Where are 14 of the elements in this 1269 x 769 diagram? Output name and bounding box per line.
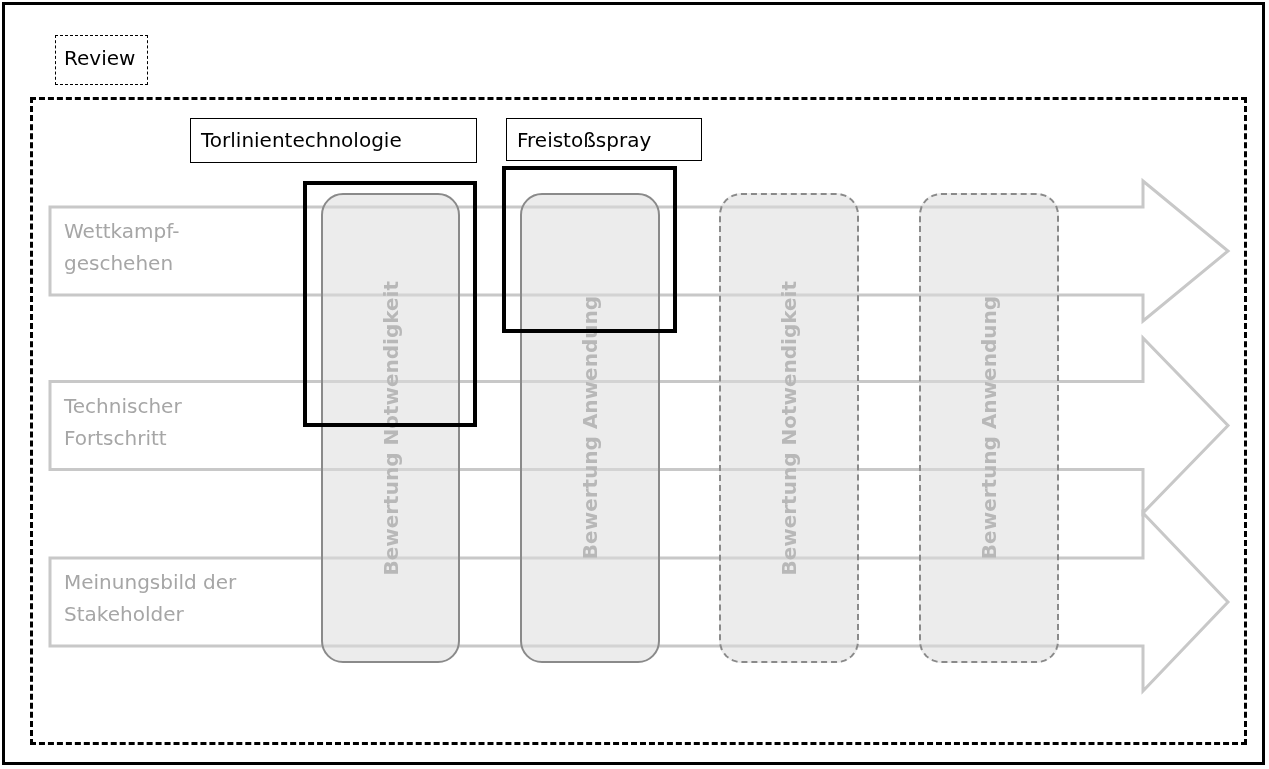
row-label: Technischer Fortschritt <box>64 392 183 452</box>
assessment-column <box>520 193 660 663</box>
row-label: Meinungsbild der Stakeholder <box>64 569 238 628</box>
technology-label <box>190 118 477 163</box>
review-tag: Review <box>64 46 136 70</box>
technology-name: Freistoßspray <box>517 128 652 152</box>
row-label: Wettkampf- geschehen <box>64 218 181 277</box>
technology-name: Torlinientechnologie <box>201 128 402 152</box>
dashed-frame <box>30 97 1247 745</box>
tag-box <box>55 35 148 85</box>
assessment-column <box>719 193 859 663</box>
assessment-column <box>321 193 460 663</box>
assessment-column <box>919 193 1059 663</box>
technology-label <box>506 118 702 161</box>
